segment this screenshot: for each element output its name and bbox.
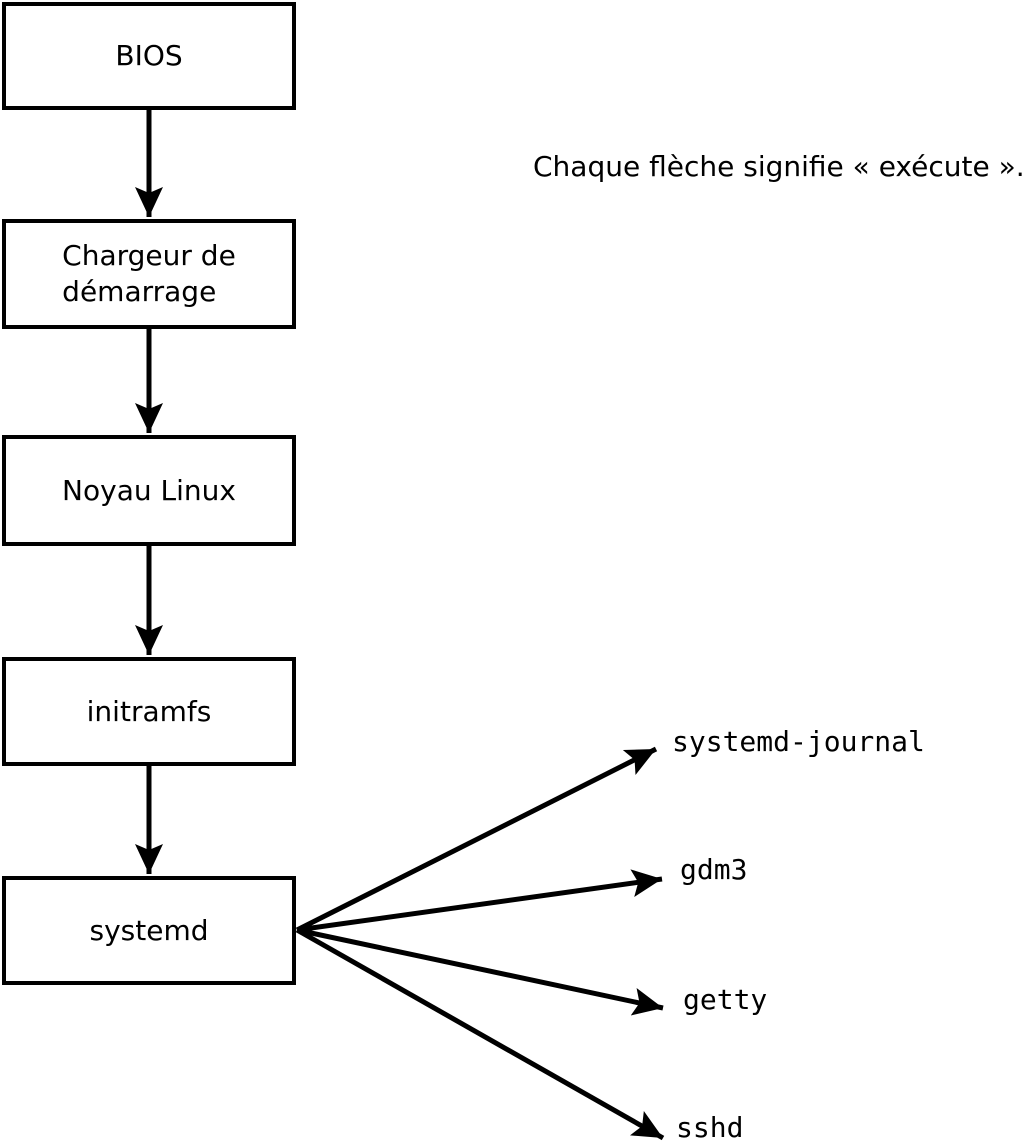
node-bootloader: Chargeur de démarrage <box>2 219 296 329</box>
edge-systemd-journal-arrow <box>295 746 658 933</box>
node-bootloader-label: Chargeur de démarrage <box>62 239 236 308</box>
edge-systemd-sshd-arrow <box>295 927 665 1141</box>
target-label-sshd: sshd <box>676 1111 744 1144</box>
node-systemd-label: systemd <box>89 913 209 947</box>
node-initramfs-label: initramfs <box>86 694 212 728</box>
target-label-systemd-journal: systemd-journal <box>672 725 925 758</box>
target-label-gdm3: gdm3 <box>680 853 748 886</box>
target-label-getty: getty <box>683 983 768 1016</box>
edge-systemd-getty-arrow <box>296 927 664 1016</box>
arrow-meaning-annotation: Chaque flèche signifie « exécute ». <box>533 150 1024 183</box>
node-linux-kernel-label: Noyau Linux <box>62 473 236 507</box>
node-initramfs: initramfs <box>2 657 296 766</box>
node-systemd: systemd <box>2 876 296 985</box>
node-bios-label: BIOS <box>115 39 183 72</box>
edge-systemd-gdm3-arrow <box>296 869 663 933</box>
node-linux-kernel: Noyau Linux <box>2 435 296 546</box>
node-bios: BIOS <box>2 2 296 110</box>
